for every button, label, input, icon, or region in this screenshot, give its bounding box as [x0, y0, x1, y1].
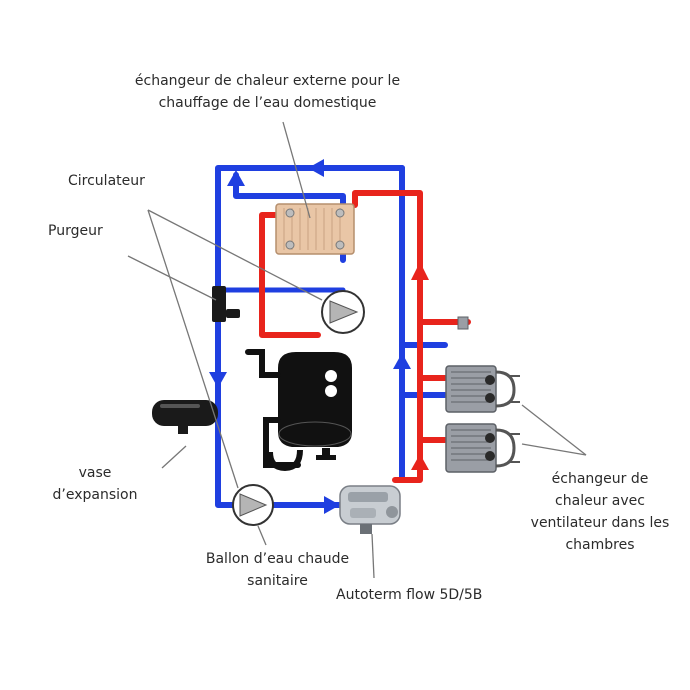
- arrow-up-blue-right: [393, 353, 411, 369]
- autoterm-heater: [339, 485, 401, 534]
- outlet-connector: [457, 316, 469, 330]
- tank-label-line1: Ballon d’eau chaude: [205, 551, 350, 567]
- external-exchanger-label: échangeur de chaleur externe pour le cha…: [90, 70, 445, 114]
- leader-lines: [127, 121, 587, 579]
- arrow-up-red-top: [411, 262, 429, 280]
- arrow-right-bottom: [324, 496, 340, 514]
- external-exchanger-label-line1: échangeur de chaleur externe pour le: [134, 73, 401, 89]
- circulator-pump-upper: [321, 290, 365, 334]
- arrow-up-red-bottom: [411, 454, 429, 470]
- expansion-vessel-label: vase d’expansion: [30, 462, 160, 506]
- heater-label: Autoterm flow 5D/5B: [336, 587, 483, 603]
- hot-water-tank: [245, 349, 352, 472]
- expansion-vessel-label-line2: d’expansion: [52, 487, 138, 503]
- expansion-vessel-label-line1: vase: [78, 465, 112, 481]
- room-exchanger-label-line2: chaleur avec: [555, 493, 645, 509]
- room-exchanger-label-line3: ventilateur dans les: [530, 515, 670, 531]
- expansion-vessel: [152, 400, 218, 434]
- room-heat-exchanger-upper: [445, 365, 520, 413]
- purger-label: Purgeur: [48, 223, 103, 239]
- plate-heat-exchanger: [275, 203, 355, 255]
- flow-arrows: [209, 159, 429, 514]
- room-exchanger-label-line4: chambres: [565, 537, 635, 553]
- purger-valve: [212, 286, 240, 322]
- tank-label: Ballon d’eau chaude sanitaire: [180, 548, 375, 592]
- circulator-label: Circulateur: [68, 173, 145, 189]
- room-heat-exchanger-lower: [445, 423, 520, 473]
- external-exchanger-label-line2: chauffage de l’eau domestique: [158, 95, 377, 111]
- room-exchanger-label-line1: échangeur de: [551, 471, 649, 487]
- tank-label-line2: sanitaire: [247, 573, 308, 589]
- room-exchanger-label: échangeur de chaleur avec ventilateur da…: [515, 468, 685, 556]
- arrow-down-left: [209, 372, 227, 388]
- arrow-left-top: [308, 159, 324, 177]
- circulator-pump-lower: [232, 484, 274, 526]
- arrow-up-branch: [227, 170, 245, 186]
